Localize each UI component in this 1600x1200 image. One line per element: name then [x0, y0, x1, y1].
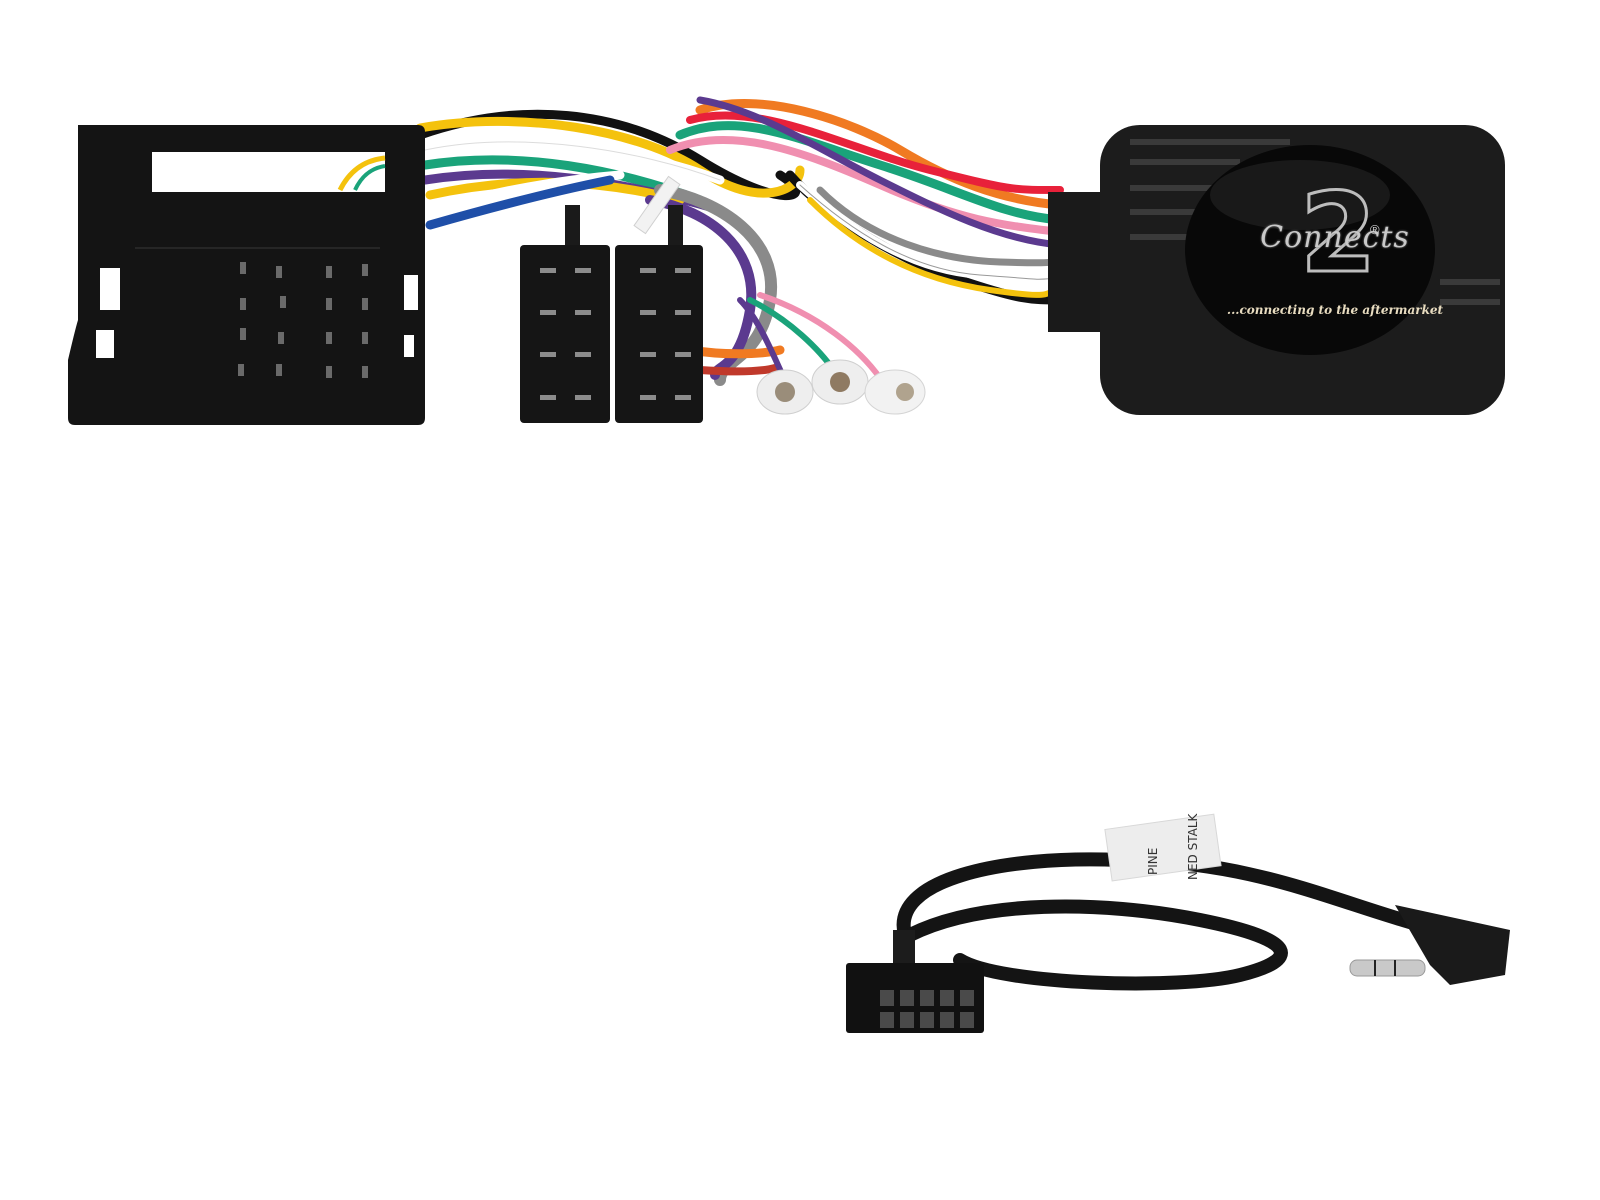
vehicle-connector — [68, 125, 425, 425]
patch-lead-label-line-1: PINE — [1146, 847, 1160, 875]
patch-lead — [896, 813, 1427, 991]
brand-tagline: ...connecting to the aftermarket — [1226, 303, 1444, 317]
wire-bundle — [415, 96, 1065, 386]
interface-box — [1048, 125, 1505, 415]
iso-connectors — [520, 205, 703, 423]
registered-mark: ® — [1370, 222, 1380, 237]
pin-array — [238, 262, 368, 378]
angled-jack-plug — [1349, 905, 1510, 985]
patch-lead-connector — [846, 930, 984, 1033]
brand-logo-script: Connects — [1260, 220, 1410, 255]
rca-phono-leads — [756, 359, 926, 415]
patch-lead-label-line-2: NED STALK — [1186, 813, 1200, 880]
cable-tie — [633, 175, 681, 235]
